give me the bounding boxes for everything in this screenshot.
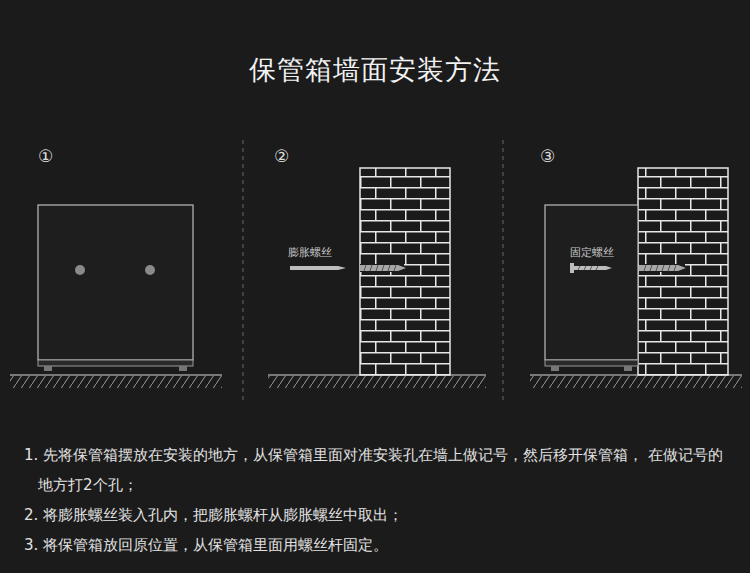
ground <box>10 375 742 388</box>
instruction-step: 2. 将膨胀螺丝装入孔内，把膨胀螺杆从膨胀螺丝中取出； <box>24 500 730 530</box>
brick-wall <box>360 168 450 375</box>
part-label: 固定螺丝 <box>545 245 638 260</box>
callout-number: ① <box>38 146 53 166</box>
instruction-step: 3. 将保管箱放回原位置，从保管箱里面用螺丝杆固定。 <box>24 530 730 560</box>
fixing-screw <box>570 263 686 273</box>
safe-box <box>545 205 638 371</box>
callout-number: ③ <box>540 146 555 166</box>
safe-box <box>38 205 193 371</box>
page-title: 保管箱墙面安装方法 <box>249 52 501 88</box>
separators <box>243 140 503 400</box>
callout-number: ② <box>274 146 289 166</box>
instruction-step: 1. 先将保管箱摆放在安装的地方，从保管箱里面对准安装孔在墙上做记号，然后移开保… <box>24 440 730 500</box>
expansion-screw <box>290 264 406 272</box>
part-label: 膨胀螺丝 <box>288 245 332 260</box>
brick-wall <box>638 168 728 375</box>
safe-box-label-area: 固定螺丝 <box>545 205 638 360</box>
